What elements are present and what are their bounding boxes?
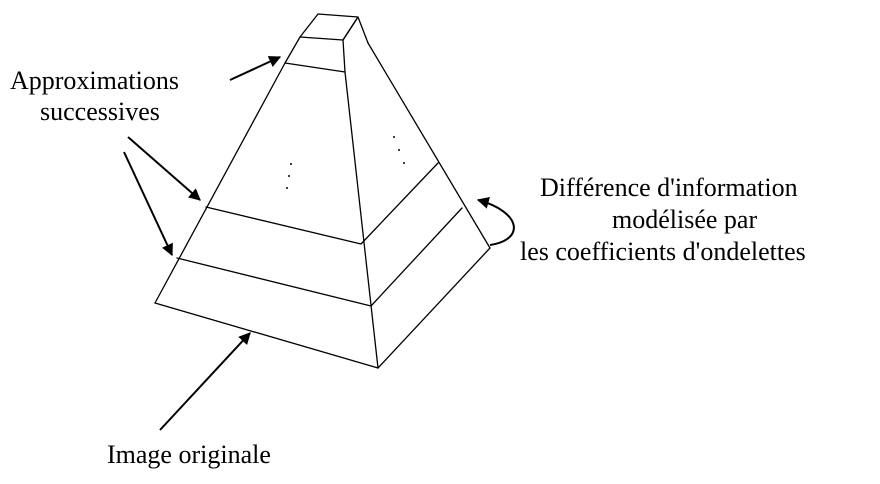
difference-label-line-1: Différence d'information [540,173,798,202]
approximations-line-2: successives [40,97,160,126]
hidden-edge-dots [286,136,405,189]
difference-label-line-2: modélisée par [612,205,758,234]
pyramid-outline [154,42,491,369]
successives-label: successives [40,97,160,127]
approximations-label: Approximations [10,66,179,96]
difference-curved-arrow [476,197,515,246]
pyramid-top-cap [284,13,369,73]
image-originale-label: Image originale [107,440,271,469]
pyramid-levels [176,162,463,307]
arrow-to-level-1 [127,136,201,201]
difference-label-line-3: les coefficients d'ondelettes [520,237,806,266]
arrow-to-base [159,332,251,431]
arrow-to-top [229,56,282,81]
approximations-line-1: Approximations [10,66,179,95]
arrow-to-level-2 [123,151,173,257]
